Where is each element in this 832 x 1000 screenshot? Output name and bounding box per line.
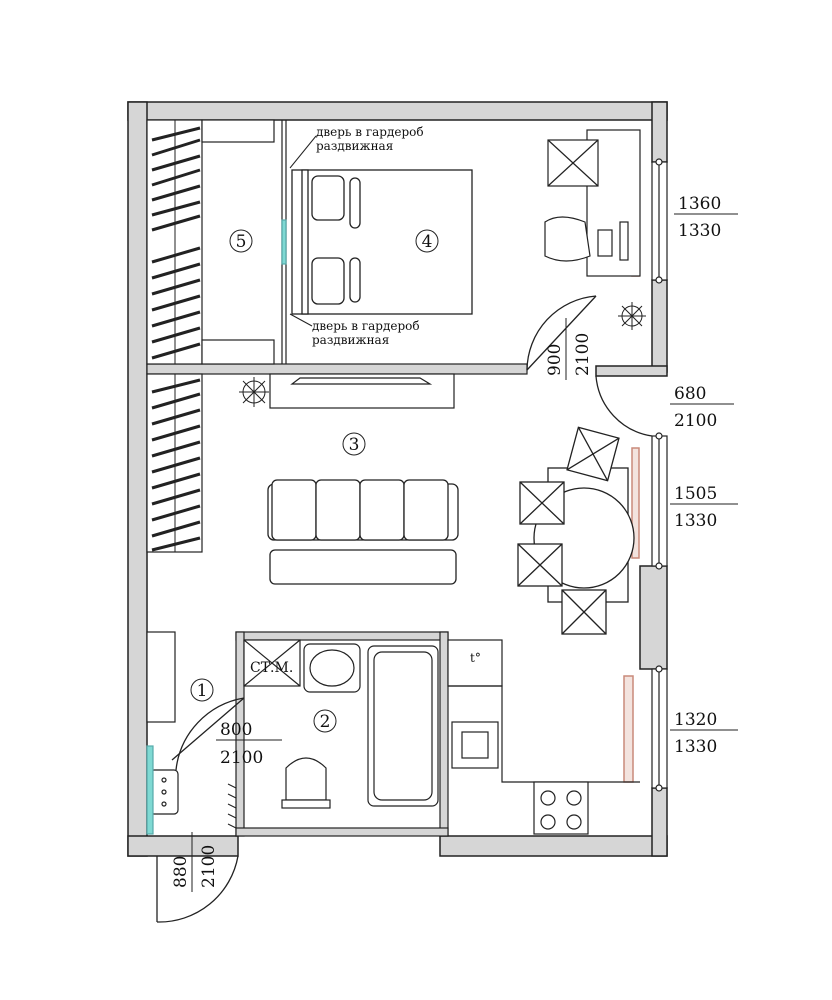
svg-text:1320: 1320: [674, 710, 717, 730]
svg-text:2100: 2100: [674, 411, 717, 431]
door-bedroom: [526, 295, 597, 371]
hall-shelf: [146, 631, 176, 723]
svg-text:880: 880: [171, 856, 191, 888]
window-kitchen: [651, 665, 668, 792]
plant-living-icon: [239, 377, 269, 407]
svg-text:2100: 2100: [220, 748, 263, 768]
door-bathroom: [171, 697, 245, 771]
svg-text:5: 5: [236, 232, 247, 252]
svg-text:800: 800: [220, 720, 252, 740]
wardrobe-partition: [281, 120, 287, 364]
stm-label: СТ.М.: [250, 660, 293, 676]
dim-door-entrance: 880 2100: [171, 832, 219, 892]
door-entrance: [156, 855, 239, 923]
tv-stand: [269, 373, 455, 409]
sofa: [267, 479, 459, 585]
dim-window-living: 1505 1330: [670, 484, 738, 531]
dim-door-balcony: 680 2100: [670, 384, 734, 431]
svg-text:раздвижная: раздвижная: [316, 139, 393, 153]
room-numbers: 5 4 3 1 2: [190, 229, 439, 733]
bed: [291, 169, 473, 315]
svg-text:1360: 1360: [678, 194, 721, 214]
balcony-wall: [595, 365, 668, 377]
svg-text:1330: 1330: [674, 737, 717, 757]
window-living: [651, 432, 668, 570]
dim-window-kitchen: 1320 1330: [670, 710, 738, 757]
room-2-label: 2: [313, 709, 337, 733]
svg-text:4: 4: [422, 232, 433, 252]
svg-text:2100: 2100: [573, 333, 593, 376]
boiler-label: t°: [470, 651, 481, 665]
room-1-label: 1: [190, 678, 214, 702]
svg-text:раздвижная: раздвижная: [312, 333, 389, 347]
kitchen-counter: [448, 685, 640, 835]
room-5-label: 5: [229, 229, 253, 253]
svg-text:900: 900: [545, 344, 565, 376]
window-bedroom: [651, 158, 668, 284]
desk: [544, 129, 641, 277]
svg-text:1330: 1330: [674, 511, 717, 531]
hanger: [146, 745, 179, 835]
svg-text:1: 1: [197, 681, 208, 701]
svg-text:2: 2: [320, 712, 331, 732]
plant-bedroom-icon: [618, 302, 646, 330]
svg-text:1505: 1505: [674, 484, 717, 504]
door-balcony: [595, 375, 653, 437]
svg-text:1330: 1330: [678, 221, 721, 241]
wardrobe-room-5: [146, 119, 275, 365]
room-4-label: 4: [415, 229, 439, 253]
dim-door-bedroom: 900 2100: [545, 318, 593, 380]
svg-text:680: 680: [674, 384, 706, 404]
svg-text:дверь в гардероб: дверь в гардероб: [316, 125, 424, 139]
room-3-label: 3: [342, 432, 366, 456]
dining-table: [517, 426, 635, 635]
note-wardrobe-door-bottom: дверь в гардероб раздвижная: [289, 313, 420, 347]
svg-text:2100: 2100: [199, 845, 219, 888]
radiator-hall: [227, 783, 237, 829]
dim-window-bedroom: 1360 1330: [674, 194, 738, 241]
note-wardrobe-door-top: дверь в гардероб раздвижная: [289, 125, 424, 169]
dim-door-bathroom: 800 2100: [216, 720, 282, 768]
living-wardrobe: [146, 373, 203, 553]
svg-text:дверь в гардероб: дверь в гардероб: [312, 319, 420, 333]
bathroom-fixtures: [243, 639, 439, 809]
svg-text:3: 3: [349, 435, 360, 455]
